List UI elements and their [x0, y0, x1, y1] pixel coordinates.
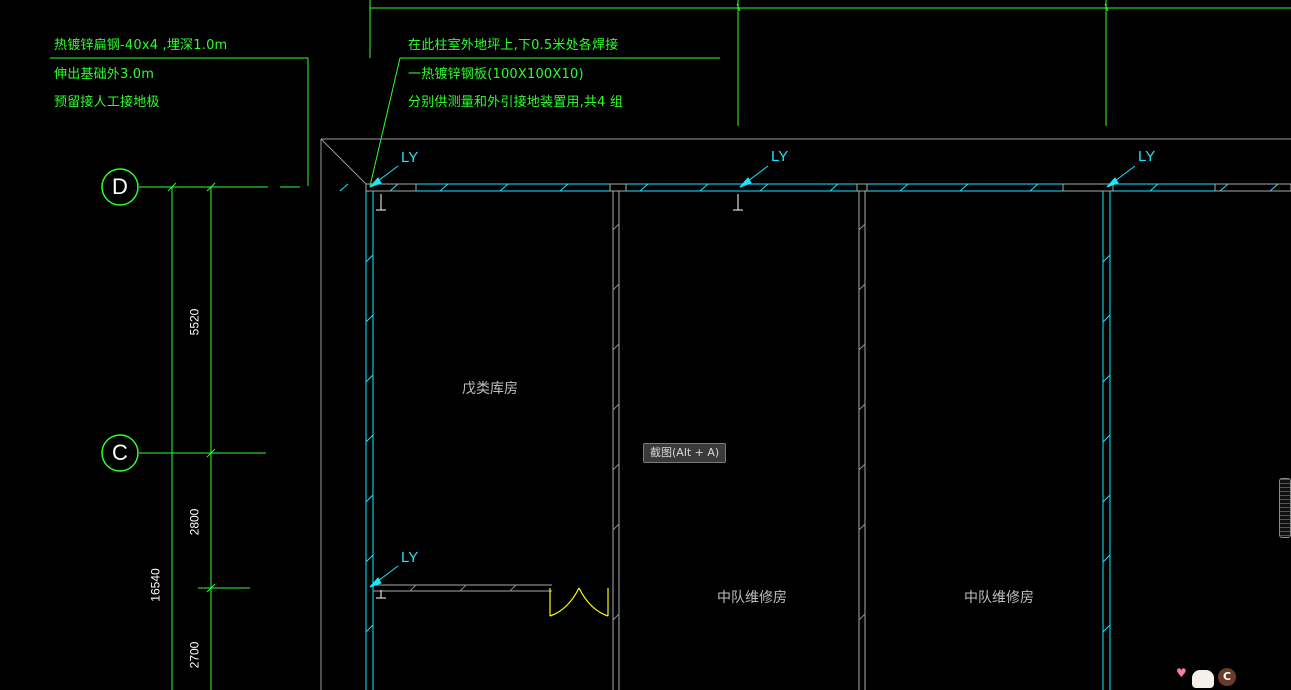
partition-hatching: [409, 223, 866, 621]
mascot-widget[interactable]: ♥ C: [1172, 664, 1240, 690]
ly-marker-3: LY: [1138, 148, 1156, 165]
wall-joints: [365, 183, 1291, 192]
ly-marker-2: LY: [771, 148, 789, 165]
axis-bubble-c: [101, 434, 139, 472]
walls: [365, 183, 1291, 690]
ly-arrows: [369, 165, 1136, 588]
dimension-2800: 2800: [187, 508, 202, 536]
room-label-repair-1: 中队维修房: [717, 590, 787, 606]
note-left-line3: 预留接人工接地极: [54, 95, 160, 110]
axis-bubble-d: [101, 168, 139, 206]
dimension-ticks: [167, 182, 216, 593]
axis-label-d: D: [112, 174, 128, 199]
note-right-line3: 分别供测量和外引接地装置用,共4 组: [408, 95, 624, 110]
screenshot-tooltip: 截图(Alt + A): [643, 443, 727, 463]
building-outline: [320, 138, 1291, 690]
dimension-2700: 2700: [187, 641, 202, 669]
ly-marker-4: LY: [401, 549, 419, 566]
heart-icon: ♥: [1176, 666, 1187, 680]
note-left-line1: 热镀锌扁钢-40x4 ,埋深1.0m: [54, 38, 228, 53]
mascot-badge: C: [1218, 668, 1236, 686]
dimension-16540: 16540: [148, 568, 163, 602]
cat-icon: [1192, 670, 1214, 688]
dimension-5520: 5520: [187, 308, 202, 336]
axis-label-c: C: [112, 440, 128, 465]
ly-marker-1: LY: [401, 149, 419, 166]
room-label-storage: 戊类库房: [462, 381, 518, 397]
annotation-leaders: [50, 0, 1291, 187]
grid-lines: [139, 186, 300, 690]
note-left-line2: 伸出基础外3.0m: [54, 67, 155, 82]
wall-hatching: [339, 183, 1279, 633]
column-marks: [376, 194, 743, 599]
double-door: [549, 587, 609, 617]
room-label-repair-2: 中队维修房: [964, 590, 1034, 606]
note-right-line2: 一热镀锌钢板(100X100X10): [408, 67, 584, 82]
note-right-line1: 在此柱室外地坪上,下0.5米处各焊接: [408, 38, 619, 53]
scroll-handle[interactable]: [1279, 478, 1291, 538]
